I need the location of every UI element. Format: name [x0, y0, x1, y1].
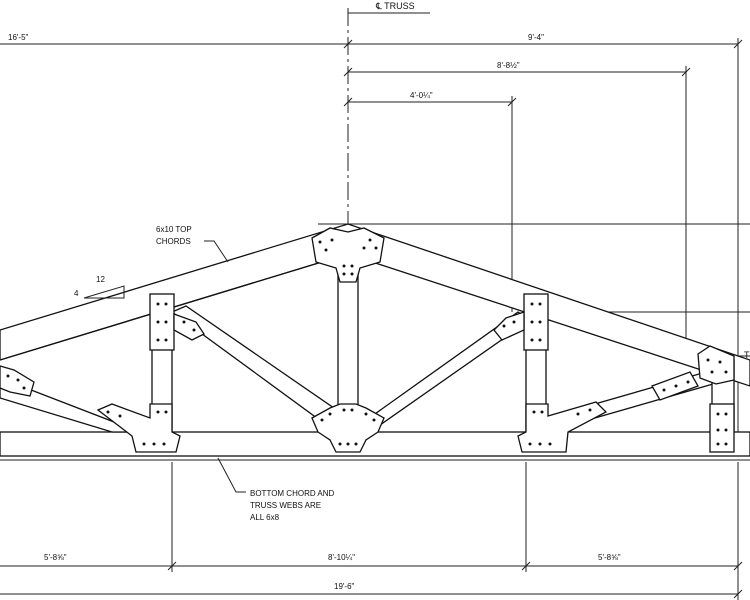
tick-mark — [343, 67, 353, 77]
dim-right-half: 9'-4" — [528, 33, 544, 42]
tick-mark — [343, 97, 353, 107]
bottom-note-line1: BOTTOM CHORD AND — [250, 489, 335, 498]
tick-mark — [167, 561, 177, 571]
right-lower-gusset-plate — [517, 401, 608, 453]
centerline-label: ℄ TRUSS — [375, 1, 415, 11]
left-lower-gusset-plate — [96, 403, 181, 453]
top-chord-note-line1: 6x10 TOP — [156, 225, 192, 234]
right-heel-gusset-plate — [651, 345, 735, 453]
tick-mark — [733, 589, 743, 599]
edge-mark: T — [744, 350, 750, 360]
bottom-note-line3: ALL 6x8 — [250, 513, 280, 522]
left-upper-gusset-plate — [149, 293, 205, 351]
left-heel-gusset-plate — [0, 365, 35, 397]
left-heel-web — [0, 377, 141, 433]
dim-right-inner: 4'-0¼" — [410, 91, 433, 100]
pitch-symbol: 12 4 — [74, 275, 125, 299]
bottom-note-leader — [217, 457, 246, 493]
tick-mark — [343, 39, 353, 49]
tick-mark — [521, 561, 531, 571]
tick-mark — [733, 561, 743, 571]
bottom-dimension-chain: 5'-8⅝" 8'-10¼" 5'-8⅝" 19'-6" — [0, 462, 743, 600]
dim-bottom-mid: 8'-10¼" — [328, 553, 355, 562]
ridge-gusset-plate — [311, 227, 385, 283]
dim-left-half: 16'-5" — [8, 33, 29, 42]
top-chord-note: 6x10 TOP CHORDS — [156, 225, 229, 263]
top-chord-note-line2: CHORDS — [156, 237, 191, 246]
bottom-chord-note: BOTTOM CHORD AND TRUSS WEBS ARE ALL 6x8 — [217, 457, 335, 522]
bottom-note-line2: TRUSS WEBS ARE — [250, 501, 321, 510]
right-upper-gusset-plate — [493, 293, 549, 351]
centerline-annotation: ℄ TRUSS — [347, 1, 430, 228]
dim-right-mid: 8'-8½" — [497, 61, 520, 70]
gusset-plates — [0, 227, 735, 453]
top-chord-leader — [204, 240, 229, 263]
bottom-center-gusset-plate — [311, 403, 385, 453]
pitch-run: 12 — [96, 275, 105, 284]
dim-bottom-right: 5'-8⅝" — [598, 553, 621, 562]
bottom-chord — [0, 431, 750, 457]
dim-bottom-left: 5'-8⅝" — [44, 553, 67, 562]
pitch-rise: 4 — [74, 289, 79, 298]
dim-overall: 19'-6" — [334, 582, 355, 591]
